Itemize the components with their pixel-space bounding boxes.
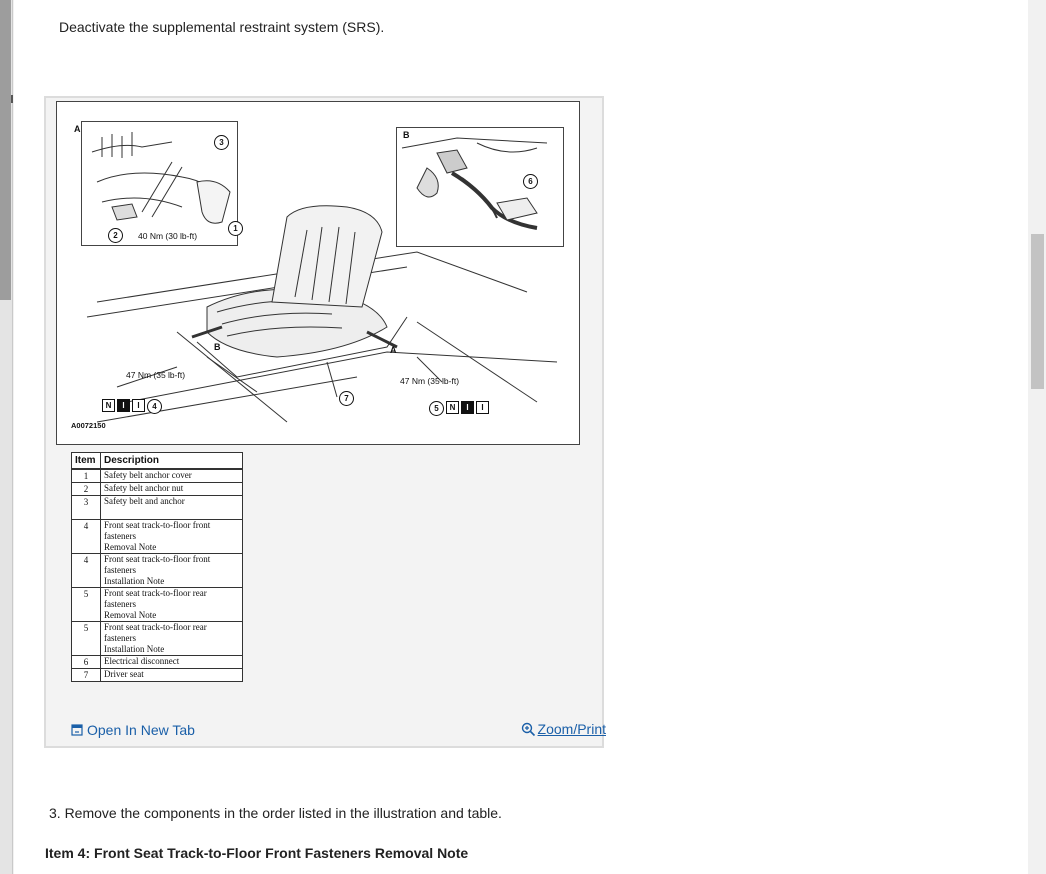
seat-label-a: A [390,345,397,355]
torque-left: 47 Nm (35 lb-ft) [126,370,186,380]
symbol-i: I [476,401,489,414]
row-note: Removal Note [104,542,157,552]
row-description-text: Front seat track-to-floor rear fasteners [104,622,207,643]
figure-action-bar: Open In New Tab Zoom/Print [59,719,612,741]
callout-4: 4 [147,399,162,414]
callout-1: 1 [228,221,243,236]
inset-a-label: A [74,124,81,134]
row-description: Front seat track-to-floor rear fasteners… [100,621,243,656]
header-item: Item [71,452,101,470]
inset-b-label: B [403,130,410,140]
figure-code: A0072150 [71,421,106,430]
row-item: 2 [71,482,101,496]
row-item: 6 [71,655,101,669]
row-description: Driver seat [100,668,243,682]
row-item: 3 [71,495,101,520]
row-item: 4 [71,519,101,554]
symbol-i: I [132,399,145,412]
left-scrollbar-thumb[interactable] [0,0,11,300]
symbol-n: N [102,399,115,412]
symbol-i-dark: I [461,401,474,414]
callout-5: 5 [429,401,444,416]
row-item: 4 [71,553,101,588]
row-description: Front seat track-to-floor rear fasteners… [100,587,243,622]
callout-6: 6 [523,174,538,189]
row-description: Safety belt anchor cover [100,468,243,483]
table-row: 4 Front seat track-to-floor front fasten… [71,553,243,588]
table-header-row: Item Description [71,452,243,470]
seat-drawing [86,205,558,423]
table-row: 1 Safety belt anchor cover [71,468,243,483]
right-scrollbar[interactable] [1029,0,1046,874]
symbol-group-right: 5 N I I [429,401,489,416]
torque-right: 47 Nm (35 lb-ft) [400,376,460,386]
table-row: 2 Safety belt anchor nut [71,482,243,496]
callout-2: 2 [108,228,123,243]
row-description-text: Front seat track-to-floor rear fasteners [104,588,207,609]
open-in-new-tab-label: Open In New Tab [87,722,195,738]
table-row: 5 Front seat track-to-floor rear fastene… [71,587,243,622]
inset-b: B [396,127,564,247]
intro-text: Deactivate the supplemental restraint sy… [59,19,385,35]
row-item: 5 [71,587,101,622]
callout-3: 3 [214,135,229,150]
zoom-print-link[interactable]: Zoom/Print [521,721,606,737]
inset-a: A [74,121,238,246]
left-edge-marker [11,95,13,103]
table-row: 3 Safety belt and anchor [71,495,243,520]
step-3-text: 3. Remove the components in the order li… [49,805,502,821]
symbol-i-dark: I [117,399,130,412]
row-note: Installation Note [104,644,165,654]
document-page: Deactivate the supplemental restraint sy… [14,0,1028,874]
row-description: Safety belt and anchor [100,495,243,520]
table-row: 4 Front seat track-to-floor front fasten… [71,519,243,554]
symbol-group-left: N I I 4 [102,399,162,414]
row-note: Installation Note [104,576,165,586]
seat-label-b: B [214,342,221,352]
torque-inset-a: 40 Nm (30 lb-ft) [138,231,198,241]
item-table: Item Description 1 Safety belt anchor co… [71,452,243,682]
row-description: Electrical disconnect [100,655,243,669]
row-description-text: Front seat track-to-floor front fastener… [104,520,211,541]
callout-7: 7 [339,391,354,406]
row-description: Front seat track-to-floor front fastener… [100,519,243,554]
table-row: 6 Electrical disconnect [71,655,243,669]
row-item: 1 [71,468,101,483]
right-scrollbar-thumb[interactable] [1031,234,1044,389]
open-tab-icon [71,724,83,736]
seat-illustration: A B 3 1 2 6 7 40 Nm (30 lb-ft) 47 [56,101,580,445]
inset-b-drawing [401,137,548,230]
removal-note-heading: Item 4: Front Seat Track-to-Floor Front … [45,845,469,861]
row-description: Safety belt anchor nut [100,482,243,496]
open-in-new-tab-link[interactable]: Open In New Tab [71,722,195,738]
row-item: 5 [71,621,101,656]
row-item: 7 [71,668,101,682]
table-row: 7 Driver seat [71,668,243,682]
inset-a-drawing [91,132,231,224]
zoom-in-icon [521,722,535,736]
row-note: Removal Note [104,610,157,620]
table-row: 5 Front seat track-to-floor rear fastene… [71,621,243,656]
header-description: Description [100,452,243,470]
row-description: Front seat track-to-floor front fastener… [100,553,243,588]
left-scrollbar[interactable] [0,0,13,874]
symbol-n: N [446,401,459,414]
zoom-print-label: Zoom/Print [537,721,606,737]
row-description-text: Front seat track-to-floor front fastener… [104,554,211,575]
